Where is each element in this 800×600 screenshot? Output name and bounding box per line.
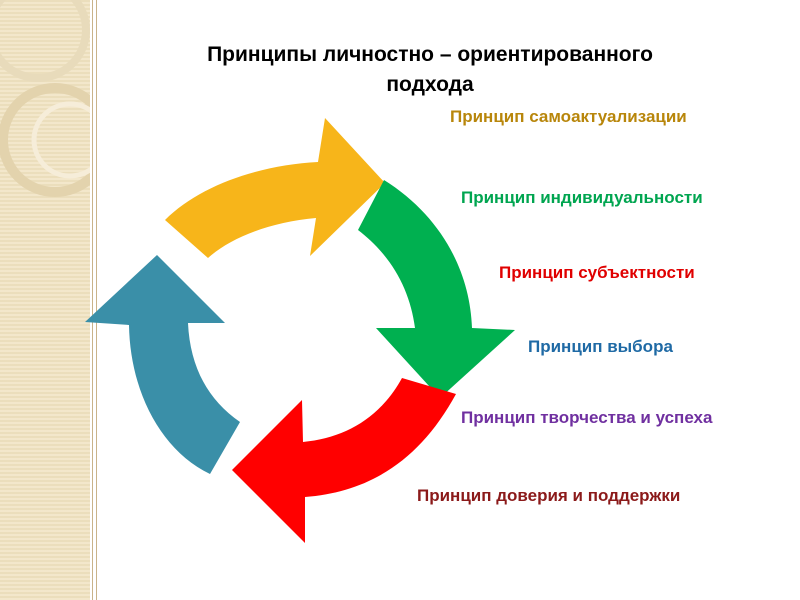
principle-label-choice: Принцип выбора xyxy=(528,337,673,356)
cycle-arrow-green xyxy=(358,180,515,398)
decorative-side-band xyxy=(0,0,90,600)
title-line-1: Принципы личностно – ориентированного xyxy=(207,43,653,66)
decorative-rings xyxy=(0,0,90,197)
page-title: Принципы личностно – ориентированного по… xyxy=(120,40,740,100)
side-divider-line xyxy=(92,0,93,600)
principle-label-creativity-success: Принцип творчества и успеха xyxy=(461,408,713,427)
principle-label-subjectivity: Принцип субъектности xyxy=(499,263,695,282)
cycle-arrow-blue xyxy=(85,255,240,474)
principle-label-individuality: Принцип индивидуальности xyxy=(461,188,703,207)
principle-label-trust-support: Принцип доверия и поддержки xyxy=(417,486,681,505)
cycle-arrow-red xyxy=(232,378,456,543)
cycle-arrow-yellow xyxy=(165,118,385,258)
principle-label-self-actualization: Принцип самоактуализации xyxy=(450,107,687,126)
side-divider-line xyxy=(96,0,97,600)
title-line-2: подхода xyxy=(386,73,474,96)
